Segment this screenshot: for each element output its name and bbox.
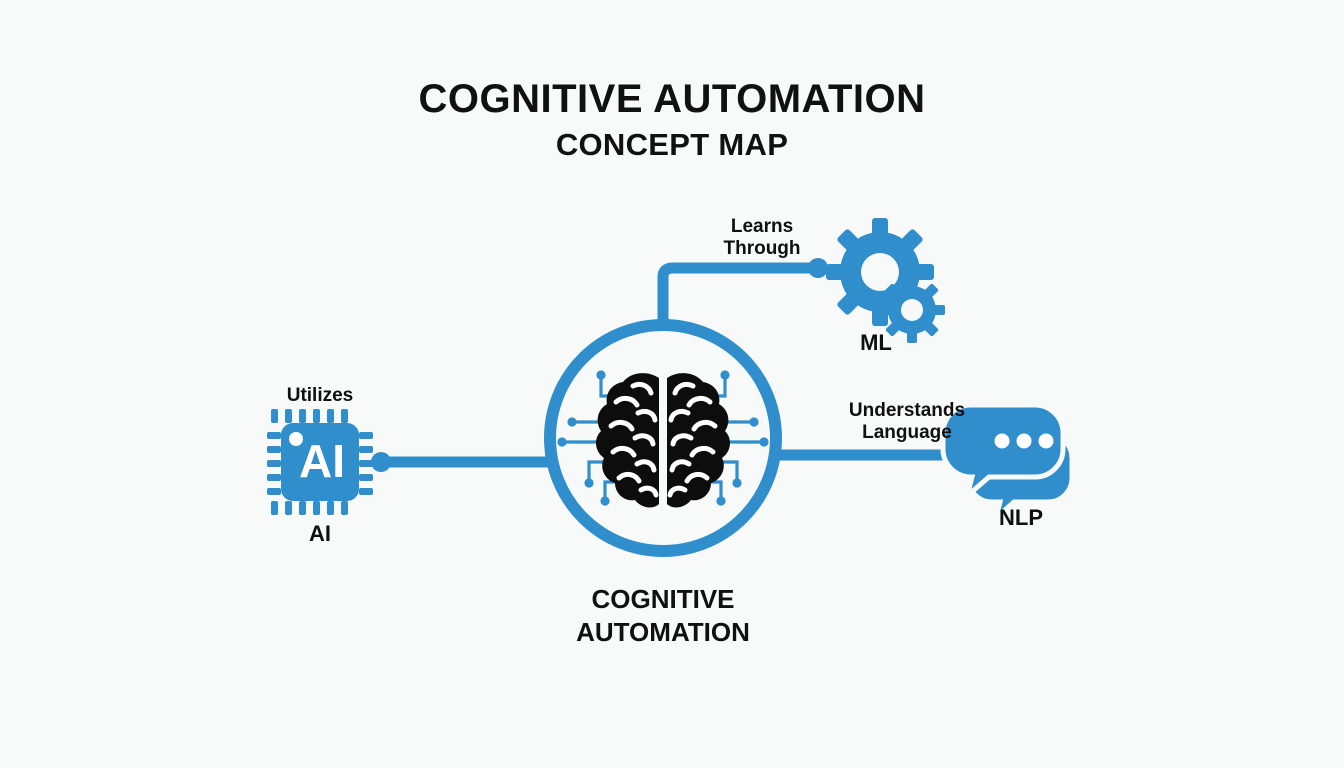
connector-hub-to-nlp <box>778 445 967 465</box>
node-label-nlp: NLP <box>999 505 1043 530</box>
edge-label-learns-through: Learns Through <box>723 216 801 259</box>
hub-label-cognitive-automation: COGNITIVE AUTOMATION <box>576 584 750 647</box>
hub-ring[interactable] <box>544 319 782 557</box>
brain-circuit-icon <box>557 370 769 508</box>
ai-chip-icon[interactable]: AI <box>267 409 373 515</box>
edge-label-utilizes: Utilizes <box>286 385 354 406</box>
speech-bubbles-icon[interactable] <box>940 402 1075 526</box>
connector-endpoint-dot <box>371 452 391 472</box>
node-label-ai: AI <box>309 521 331 546</box>
connector-hub-to-ml <box>657 258 828 322</box>
node-label-ml: ML <box>860 330 892 355</box>
gears-icon[interactable] <box>826 218 945 343</box>
connector-hub-to-ai <box>371 452 550 472</box>
connector-endpoint-dot <box>808 258 828 278</box>
ai-chip-icon-text: AI <box>299 435 345 487</box>
speech-bubble-dots <box>994 433 1054 449</box>
edge-label-understands-language: Understands Language <box>848 400 966 443</box>
